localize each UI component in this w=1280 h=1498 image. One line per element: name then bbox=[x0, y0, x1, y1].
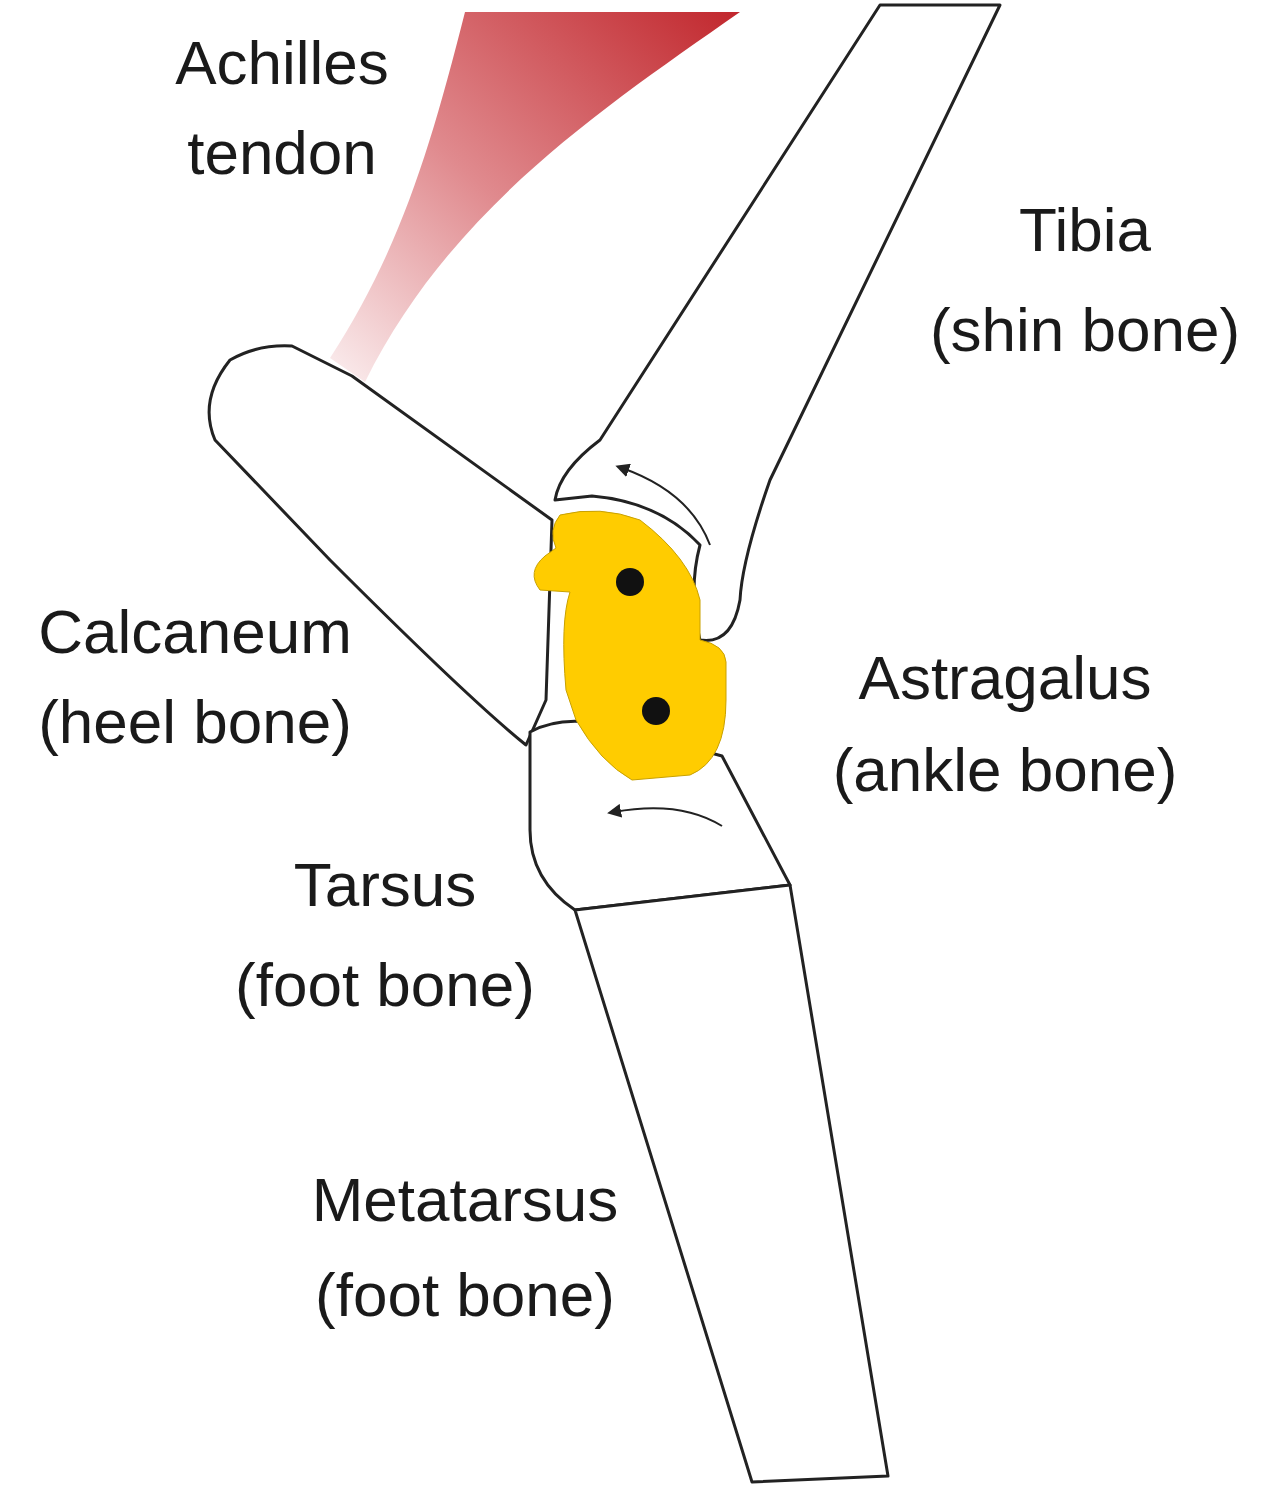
common-name: (heel bone) bbox=[38, 677, 352, 767]
common-name: (shin bone) bbox=[930, 285, 1240, 375]
astragalus-bone bbox=[534, 511, 726, 780]
metatarsus-bone bbox=[575, 885, 888, 1482]
rotation-arrow bbox=[614, 808, 722, 826]
part-label: Astragalus bbox=[859, 633, 1152, 723]
joint-dot bbox=[616, 568, 644, 596]
part-label: Tarsus bbox=[294, 840, 477, 930]
part-label: Achilles tendon bbox=[172, 18, 392, 198]
rotation-arrow bbox=[622, 468, 710, 545]
common-name: (foot bone) bbox=[315, 1250, 615, 1340]
part-label: Calcaneum bbox=[38, 587, 352, 677]
part-label: Metatarsus bbox=[312, 1155, 619, 1245]
calcaneum-bone bbox=[209, 346, 552, 745]
joint-dot bbox=[642, 697, 670, 725]
part-label: Tibia bbox=[1019, 185, 1151, 275]
common-name: (ankle bone) bbox=[833, 725, 1178, 815]
common-name: (foot bone) bbox=[235, 940, 535, 1030]
